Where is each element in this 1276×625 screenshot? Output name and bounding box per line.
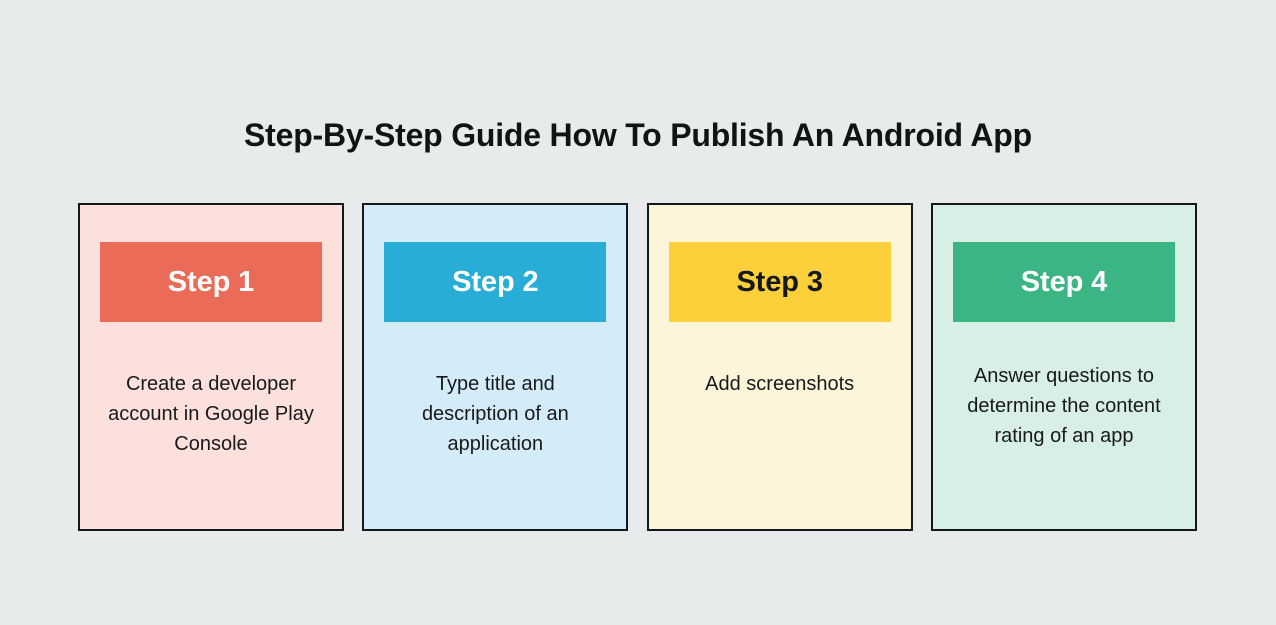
step-description-4: Answer questions to determine the conten… xyxy=(967,365,1161,447)
step-badge-3: Step 3 xyxy=(668,242,891,322)
step-description-1: Create a developer account in Google Pla… xyxy=(108,373,314,455)
step-card-2: Step 2 Type title and description of an … xyxy=(362,203,629,531)
step-description-2: Type title and description of an applica… xyxy=(421,373,569,455)
step-badge-2: Step 2 xyxy=(384,242,607,322)
step-card-1: Step 1 Create a developer account in Goo… xyxy=(78,203,344,531)
page-title: Step-By-Step Guide How To Publish An And… xyxy=(244,117,1032,154)
step-badge-4: Step 4 xyxy=(952,242,1175,322)
step-description-3: Add screenshots xyxy=(705,373,855,395)
step-card-3: Step 3 Add screenshots xyxy=(646,203,913,531)
steps-row: Step 1 Create a developer account in Goo… xyxy=(78,203,1197,531)
step-badge-1: Step 1 xyxy=(100,242,322,322)
step-card-4: Step 4 Answer questions to determine the… xyxy=(930,203,1197,531)
